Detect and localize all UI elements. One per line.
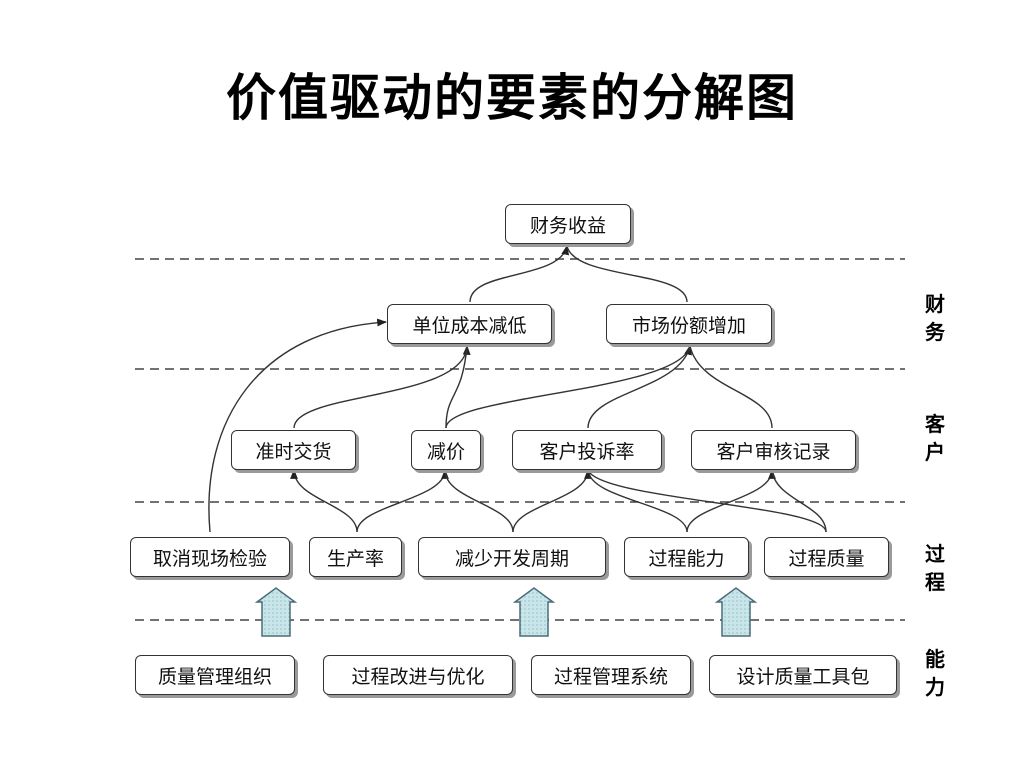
lane-label-process-2: 程 (925, 570, 945, 594)
block-arrow-3 (714, 587, 758, 637)
lane-label-finance: 财 务 (920, 290, 950, 346)
node-reduce-dev-cycle: 减少开发周期 (418, 537, 606, 577)
block-arrow-2 (512, 587, 556, 637)
edge-productivity-to-price (356, 469, 449, 533)
edge-devcycle-to-complaint (512, 469, 592, 533)
edge-productivity-to-ontime (290, 469, 358, 533)
node-productivity: 生产率 (309, 537, 402, 577)
edge-capability-to-audit (686, 469, 776, 533)
lane-label-capability-2: 力 (925, 675, 945, 699)
edge-unit-cost-to-revenue (469, 245, 570, 303)
node-on-time-delivery: 准时交货 (231, 430, 356, 470)
lane-label-customer-1: 客 (925, 412, 945, 436)
lane-label-capability-1: 能 (925, 647, 945, 671)
node-process-capability: 过程能力 (624, 537, 749, 577)
node-customer-audit-record: 客户审核记录 (691, 430, 856, 470)
edge-capability-to-complaint (587, 469, 688, 533)
node-process-quality: 过程质量 (764, 537, 889, 577)
lane-label-process-1: 过 (925, 542, 945, 566)
connectors (208, 245, 827, 533)
edge-ontime-to-unit-cost (293, 345, 471, 429)
edge-quality-to-audit (771, 469, 827, 533)
edge-complaint-to-market-share (587, 345, 691, 429)
lane-label-customer: 客 户 (920, 410, 950, 466)
block-arrow-1 (254, 587, 298, 637)
node-process-mgmt-system: 过程管理系统 (531, 655, 691, 695)
node-market-share-increase: 市场份额增加 (606, 304, 772, 344)
edge-price-to-market-share (445, 345, 692, 429)
capability-block-arrows (254, 587, 758, 637)
edge-audit-to-market-share (689, 345, 773, 429)
node-cancel-field-inspection: 取消现场检验 (130, 537, 290, 577)
edge-devcycle-to-price (444, 469, 514, 533)
node-design-quality-toolkit: 设计质量工具包 (709, 655, 897, 695)
node-financial-revenue: 财务收益 (505, 204, 631, 244)
node-unit-cost-reduction: 单位成本减低 (387, 304, 552, 344)
node-price-reduction: 减价 (411, 430, 481, 470)
lane-label-process: 过 程 (920, 540, 950, 596)
node-process-improvement: 过程改进与优化 (323, 655, 513, 695)
edge-cancel-inspect-to-unit-cost (208, 318, 387, 533)
edge-price-to-unit-cost (445, 345, 468, 429)
page-title: 价值驱动的要素的分解图 (226, 69, 798, 127)
lane-label-customer-2: 户 (925, 440, 945, 464)
edge-market-share-to-revenue (566, 245, 688, 303)
node-quality-mgmt-org: 质量管理组织 (135, 655, 295, 695)
lane-label-finance-2: 务 (925, 320, 945, 344)
lane-label-finance-1: 财 (925, 292, 945, 316)
lane-label-capability: 能 力 (920, 645, 950, 701)
edge-quality-to-complaint (587, 469, 827, 533)
node-complaint-rate: 客户投诉率 (512, 430, 662, 470)
